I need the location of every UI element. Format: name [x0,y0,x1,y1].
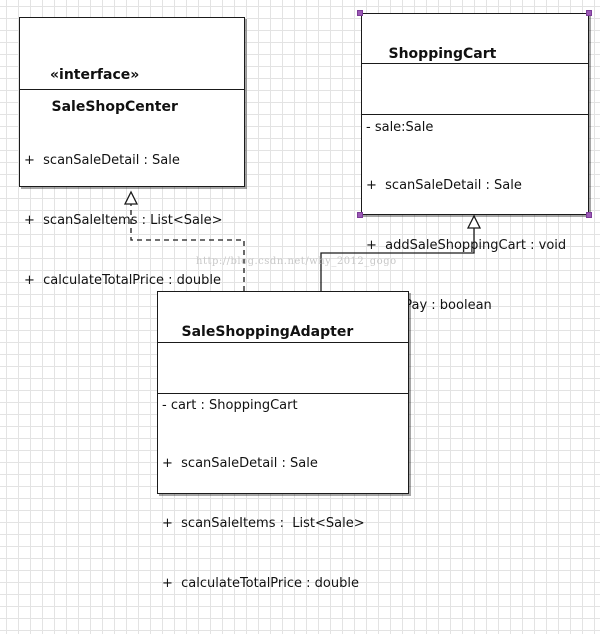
class-name: ShoppingCart [388,46,497,62]
operation-item: + scanSaleDetail : Sale [24,153,180,168]
class-shopping-cart[interactable]: ShoppingCart - sale:Sale + scanSaleDetai… [361,13,589,313]
attribute-item: - sale:Sale [366,120,434,135]
attribute-item: - cart : ShoppingCart [162,398,298,413]
operation-item: + scanSaleItems : List<Sale> [162,516,365,531]
class-name-compartment: SaleShoppingAdapter [158,292,408,342]
class-name: SaleShopCenter [51,99,178,115]
attributes-compartment: - sale:Sale [362,63,588,135]
class-sale-shopping-adapter[interactable]: SaleShoppingAdapter - cart : ShoppingCar… [157,291,409,591]
resize-handle-top-left[interactable] [357,10,363,16]
class-sale-shop-center[interactable]: «interface» SaleShopCenter + scanSaleDet… [19,17,245,288]
operation-item: + addSaleShoppingCart : void [366,238,567,253]
resize-handle-top-right[interactable] [586,10,592,16]
operation-item: + scanSaleDetail : Sale [162,456,318,471]
attributes-compartment: - cart : ShoppingCart [158,342,408,413]
operations-compartment: + scanSaleDetail : Sale + scanSaleItems … [20,89,244,288]
operation-item: + calculateTotalPrice : double [162,576,359,591]
resize-handle-bottom-right[interactable] [586,212,592,218]
operation-item: + scanSaleDetail : Sale [366,178,522,193]
operation-item: + scanSaleItems : List<Sale> [24,213,223,228]
watermark-text: http://blog.csdn.net/why_2012_gogo [196,256,397,267]
resize-handle-bottom-left[interactable] [357,212,363,218]
class-name-compartment: «interface» SaleShopCenter [20,18,244,115]
class-name: SaleShoppingAdapter [181,324,354,340]
operation-item: + calculateTotalPrice : double [24,273,221,288]
stereotype-label: «interface» [50,67,140,83]
class-name-compartment: ShoppingCart [362,14,588,63]
